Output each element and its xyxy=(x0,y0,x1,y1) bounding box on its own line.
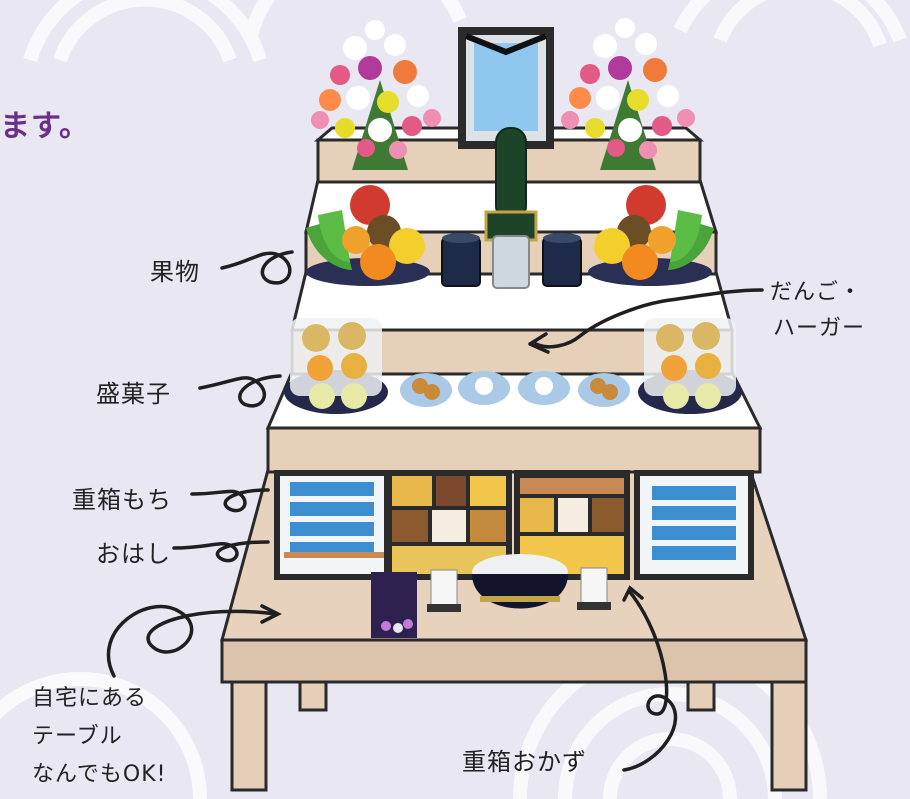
label-table-line3: なんでもOK! xyxy=(32,762,167,787)
sweets-bowl-left xyxy=(284,318,388,414)
small-plates xyxy=(400,371,630,407)
label-table-line1: 自宅にある xyxy=(32,686,148,711)
tea-cups xyxy=(441,233,582,289)
label-chopsticks: おはし xyxy=(96,540,171,568)
fruit-bowl-left xyxy=(306,185,430,286)
label-okazu: 重箱おかず xyxy=(462,748,587,776)
label-hamburger: ハーガー xyxy=(773,316,866,341)
pointer-arrows xyxy=(106,250,764,772)
incense-box xyxy=(371,572,417,638)
flower-arrangement-right xyxy=(561,18,695,170)
label-sweets: 盛菓子 xyxy=(96,380,171,408)
label-fruit: 果物 xyxy=(150,258,200,286)
jubako-mochi-left xyxy=(274,470,390,580)
memorial-tablet xyxy=(484,127,538,242)
candles xyxy=(427,567,611,612)
headline-fragment: ます。 xyxy=(0,109,90,144)
label-dango: だんご・ xyxy=(770,280,863,305)
flower-arrangement-left xyxy=(311,20,441,170)
jubako-mochi-right xyxy=(634,470,754,580)
sweets-bowl-right xyxy=(638,318,742,414)
label-mochi: 重箱もち xyxy=(72,486,172,514)
rice-bowl xyxy=(472,554,568,609)
fruit-bowl-right xyxy=(588,185,714,286)
label-table-line2: テーブル xyxy=(32,724,123,749)
